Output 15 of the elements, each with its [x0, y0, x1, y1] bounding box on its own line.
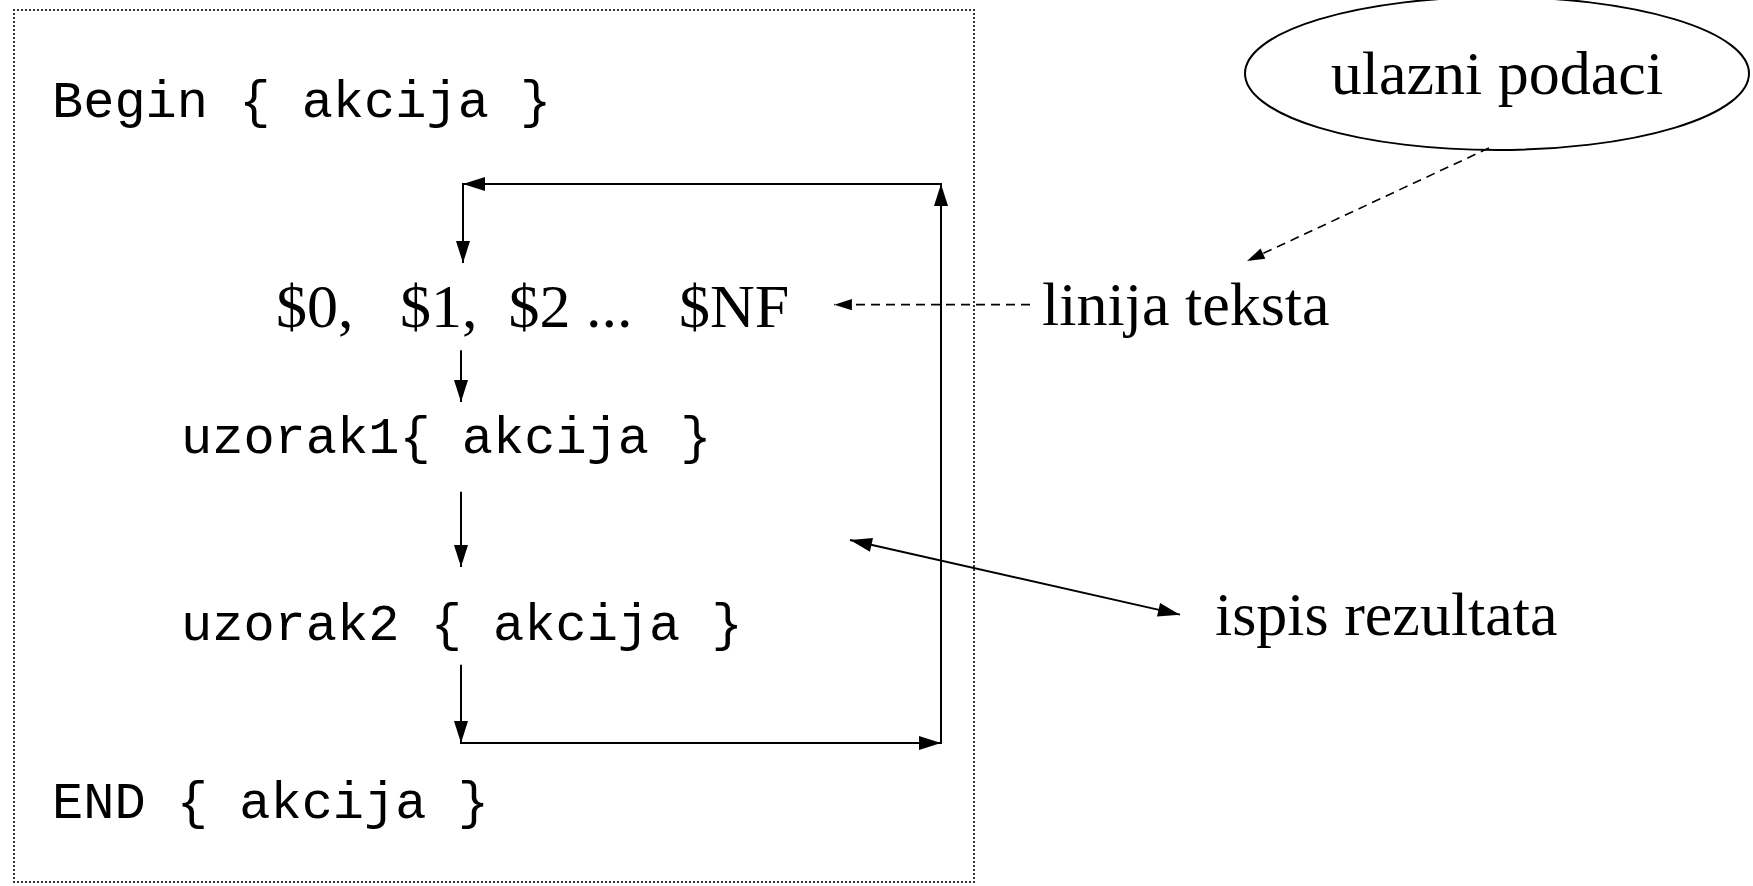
arrow — [454, 349, 468, 403]
dotted-frame — [13, 9, 975, 883]
arrow — [454, 490, 468, 568]
code-line: uzorak1{ akcija } — [181, 402, 712, 492]
dashed-arrow — [833, 299, 1031, 311]
code-line: Begin { akcija } — [52, 74, 552, 134]
text-label: ispis rezultata — [1180, 571, 1570, 659]
dashed-arrow — [1246, 147, 1490, 262]
text-label: $0, $1, $2 ... $NF — [231, 263, 835, 351]
arrow — [849, 538, 1181, 617]
code-line: END { akcija } — [52, 775, 489, 835]
text-label: linija teksta — [1030, 261, 1342, 349]
arrow — [454, 177, 948, 750]
ellipse-label: ulazni podaci — [1330, 37, 1664, 109]
code-line: uzorak2 { akcija } — [181, 567, 743, 665]
